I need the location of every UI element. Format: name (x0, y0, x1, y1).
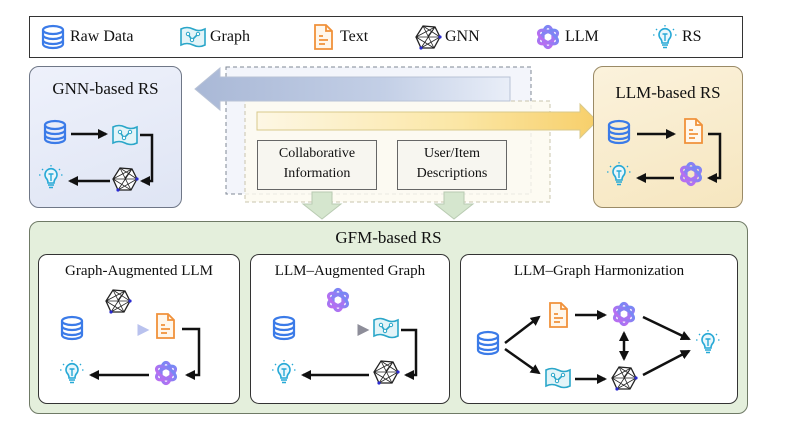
gnn-network-icon (105, 289, 133, 315)
legend-label: RS (682, 28, 702, 45)
legend-label: Graph (210, 28, 250, 45)
legend: Raw Data Graph Text GNN LLM RS (29, 16, 743, 58)
flow-arrow (504, 315, 541, 344)
graph-icon (373, 317, 399, 339)
llm-knot-icon (610, 301, 638, 327)
gnn-network-icon (112, 167, 140, 193)
flow-arrow (182, 327, 201, 380)
database-icon (43, 119, 67, 145)
gfm-based-rs-panel: GFM-based RS Graph-Augmented LLM LLM–Aug… (29, 221, 748, 414)
legend-item-graph: Graph (180, 17, 250, 57)
legend-item-text: Text (310, 17, 368, 57)
subpanel-title: Graph-Augmented LLM (65, 263, 213, 279)
llm-based-rs-panel: LLM-based RS (593, 66, 743, 208)
flow-arrow (504, 347, 541, 375)
collaborative-information-box: Collaborative Information (257, 140, 377, 190)
graph-icon (112, 124, 138, 146)
lightbulb-icon (38, 164, 64, 189)
database-icon (272, 315, 296, 341)
flow-arrow (401, 328, 418, 380)
descriptions-line-1: User/Item (424, 146, 480, 161)
graph-augmented-llm-subpanel: Graph-Augmented LLM (38, 254, 240, 404)
subpanel-title: LLM–Augmented Graph (274, 263, 426, 279)
gnn-network-icon (373, 360, 401, 386)
lightbulb-icon (695, 329, 721, 354)
flow-arrow (140, 133, 154, 186)
database-icon (607, 119, 631, 145)
legend-item-rs: RS (652, 17, 702, 57)
legend-label: Raw Data (70, 28, 134, 45)
legend-label: GNN (445, 28, 480, 45)
arrow-down-collaborative (301, 191, 343, 220)
arrow-down-descriptions (433, 191, 475, 220)
llm-knot-icon (152, 360, 180, 386)
arrow-to-gnn-rs (194, 66, 511, 112)
legend-item-raw-data: Raw Data (40, 17, 134, 57)
panel-title: GFM-based RS (335, 228, 442, 247)
llm-knot-icon (324, 287, 352, 313)
gnn-network-icon (611, 366, 639, 392)
flow-arrow (642, 349, 691, 377)
lightbulb-icon (271, 359, 297, 384)
legend-item-gnn: GNN (415, 17, 480, 57)
panel-title: GNN-based RS (52, 79, 159, 98)
user-item-descriptions-box: User/Item Descriptions (397, 140, 507, 190)
graph-icon (545, 367, 571, 389)
flow-arrow (707, 132, 722, 183)
text-document-icon (684, 118, 703, 144)
flow-arrow (642, 315, 691, 341)
panel-title: LLM-based RS (615, 83, 721, 102)
lightbulb-icon (606, 161, 632, 186)
llm-augmented-graph-subpanel: LLM–Augmented Graph (250, 254, 450, 404)
legend-label: Text (340, 28, 369, 45)
descriptions-line-2: Descriptions (416, 166, 488, 181)
lightbulb-icon (59, 359, 85, 384)
legend-item-llm: LLM (534, 17, 599, 57)
subpanel-title: LLM–Graph Harmonization (513, 263, 685, 279)
gnn-based-rs-panel: GNN-based RS (29, 66, 182, 208)
database-icon (60, 315, 84, 341)
collaborative-line-2: Information (283, 166, 351, 181)
collaborative-line-1: Collaborative (278, 146, 356, 161)
database-icon (476, 330, 500, 356)
legend-label: LLM (565, 28, 599, 45)
llm-graph-harmonization-subpanel: LLM–Graph Harmonization (460, 254, 738, 404)
llm-knot-icon (677, 161, 705, 187)
arrow-to-llm-rs (256, 102, 598, 140)
text-document-icon (156, 313, 175, 339)
text-document-icon (549, 302, 568, 328)
